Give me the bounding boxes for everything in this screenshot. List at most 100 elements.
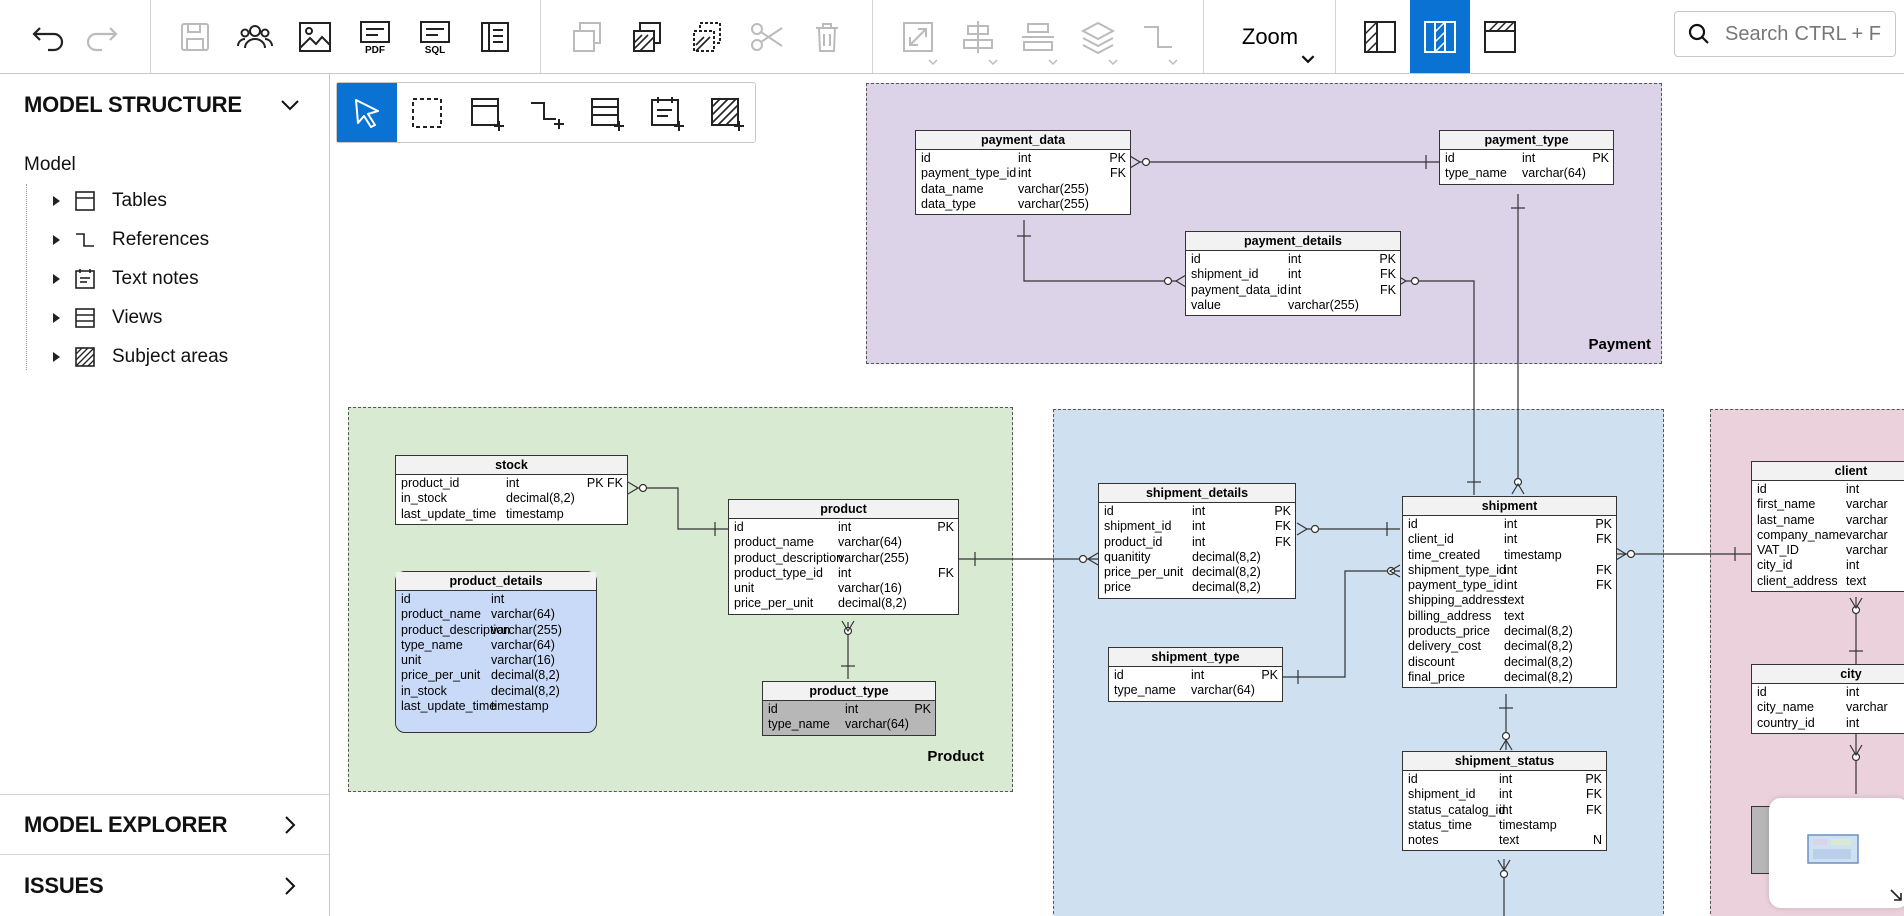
chevron-down-icon[interactable] xyxy=(280,98,300,112)
tree-item-subject-areas[interactable]: Subject areas xyxy=(24,343,228,371)
export-image-button[interactable] xyxy=(290,0,340,73)
cut-button[interactable] xyxy=(742,0,792,73)
ref-shipment-type-shipment[interactable] xyxy=(1283,570,1400,678)
expand-arrow-icon[interactable] xyxy=(50,351,62,363)
diagram-canvas[interactable]: Payment Product xyxy=(330,74,1904,916)
collaborators-button[interactable] xyxy=(230,0,280,73)
view-mode-top-button[interactable] xyxy=(1470,0,1530,73)
export-pdf-button[interactable]: PDF xyxy=(350,0,400,73)
duplicate-button[interactable] xyxy=(622,0,672,73)
save-button[interactable] xyxy=(170,0,220,73)
copy-button[interactable] xyxy=(562,0,612,73)
chevron-right-icon[interactable] xyxy=(283,876,297,896)
marquee-select-tool[interactable] xyxy=(397,83,457,142)
expand-arrow-icon[interactable] xyxy=(50,273,62,285)
expand-arrow-icon[interactable] xyxy=(50,195,62,207)
tree-item-tables[interactable]: Tables xyxy=(24,187,167,215)
select-tool[interactable] xyxy=(337,83,397,142)
undo-button[interactable] xyxy=(20,0,70,73)
redo-button[interactable] xyxy=(80,0,130,73)
ref-shipment-payment-details[interactable] xyxy=(1406,280,1475,495)
view-mode-center-button[interactable] xyxy=(1410,0,1470,73)
add-reference-tool[interactable] xyxy=(517,83,577,142)
issues-header[interactable]: ISSUES xyxy=(24,873,104,898)
add-table-tool[interactable] xyxy=(457,83,517,142)
subject-area-payment[interactable]: Payment xyxy=(866,83,1662,364)
add-subject-area-tool[interactable] xyxy=(697,83,757,142)
zoom-dropdown[interactable]: Zoom xyxy=(1205,0,1335,73)
line-style-button[interactable] xyxy=(1132,0,1184,73)
view-mode-left-button[interactable] xyxy=(1350,0,1410,73)
paste-button[interactable] xyxy=(682,0,732,73)
model-notes-button[interactable] xyxy=(470,0,520,73)
tree-item-views[interactable]: Views xyxy=(24,304,162,332)
search-input[interactable]: Search CTRL + F xyxy=(1674,11,1896,57)
ref-payment-data-payment-details[interactable] xyxy=(1023,220,1177,282)
add-note-tool[interactable] xyxy=(637,83,697,142)
tree-item-text-notes[interactable]: Text notes xyxy=(24,265,199,293)
add-view-tool[interactable] xyxy=(577,83,637,142)
model-explorer-header[interactable]: MODEL EXPLORER xyxy=(24,812,228,837)
